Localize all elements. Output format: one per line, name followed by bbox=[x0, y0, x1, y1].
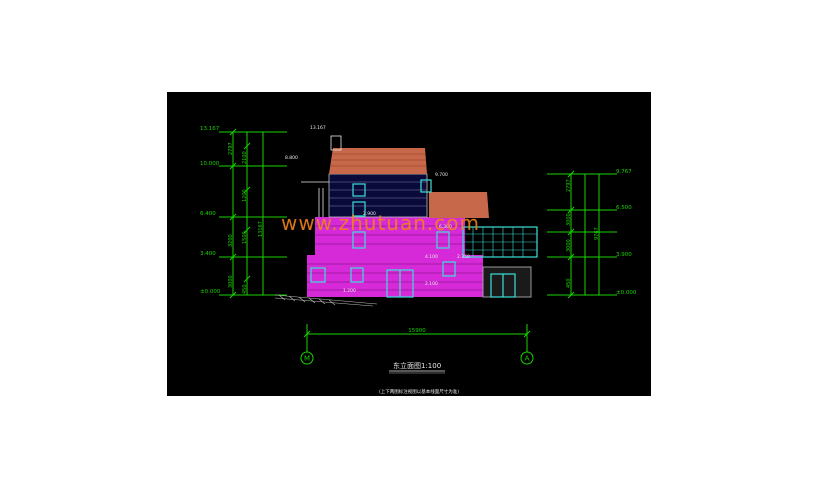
roof-elevation-label: 8.800 bbox=[285, 155, 298, 161]
elevation-label: 9.767 bbox=[616, 169, 632, 175]
cad-drawing-canvas: 13.167 10.000 6.400 3.400 ±0.000 2797 21… bbox=[167, 92, 651, 396]
left-dimension-values: 2797 2100 1200 3200 1500 3000 450 13167 bbox=[228, 142, 264, 294]
doors bbox=[386, 269, 516, 298]
window bbox=[352, 183, 366, 197]
dimension-value: 3000 bbox=[228, 275, 234, 288]
dimension-value: 1200 bbox=[242, 189, 248, 202]
stair-rails bbox=[301, 181, 329, 217]
dimension-value: 3200 bbox=[228, 234, 234, 247]
axis-label-right: A bbox=[525, 355, 530, 363]
drawing-title: 东立面图1:100 bbox=[393, 361, 441, 370]
floor-label: 2.900 bbox=[363, 211, 376, 217]
floor-label: 2.100 bbox=[425, 281, 438, 287]
ground-floor-wall bbox=[307, 255, 483, 297]
roof-elevation-label: 9.700 bbox=[435, 172, 448, 178]
dimension-total: 9767 bbox=[594, 227, 600, 240]
drawing-note: (上下两图标注视图以基本线面尺寸为准) bbox=[379, 388, 459, 395]
windows bbox=[310, 179, 456, 283]
dimension-value: 3000 bbox=[566, 239, 572, 252]
dimension-total: 13167 bbox=[258, 221, 264, 237]
right-dimension-chain bbox=[547, 170, 617, 299]
balcony-rails bbox=[463, 227, 537, 257]
window bbox=[310, 267, 326, 283]
dimension-value: 3000 bbox=[566, 213, 572, 226]
elevation-label: 3.900 bbox=[616, 252, 632, 258]
axis-bubble-right bbox=[520, 351, 534, 365]
main-roof bbox=[329, 148, 427, 174]
right-elevation-labels: 9.767 6.500 3.900 ±0.000 bbox=[616, 169, 637, 296]
building-elevation bbox=[274, 135, 538, 307]
floor-label: 6.300 bbox=[439, 224, 452, 230]
floor-label: 2.350 bbox=[457, 254, 470, 260]
bottom-dimension bbox=[300, 324, 534, 365]
lower-roof bbox=[429, 192, 489, 218]
elevation-label: 6.400 bbox=[200, 211, 216, 217]
window bbox=[350, 267, 364, 283]
third-floor-siding bbox=[328, 173, 428, 218]
dimension-value: 450 bbox=[566, 278, 572, 288]
elevation-label: 6.500 bbox=[616, 205, 632, 211]
right-dimension-values: 2797 3000 3000 450 9767 bbox=[566, 179, 600, 288]
dimension-value: 2797 bbox=[566, 179, 572, 192]
roof-elevation-label: 13.167 bbox=[310, 125, 326, 131]
window bbox=[420, 179, 432, 193]
dimension-value: 2797 bbox=[228, 142, 234, 155]
left-dimension-chain bbox=[219, 128, 287, 299]
main-roof-tiles bbox=[331, 153, 426, 167]
brick-texture bbox=[307, 225, 483, 291]
dimension-value: 1500 bbox=[242, 231, 248, 244]
elevation-label: ±0.000 bbox=[200, 289, 221, 295]
annex-wall bbox=[482, 266, 532, 298]
axis-label-left: M bbox=[304, 355, 310, 363]
window bbox=[352, 231, 366, 249]
axis-bubble-left bbox=[300, 351, 314, 365]
elevation-label: 10.000 bbox=[200, 161, 220, 167]
window bbox=[442, 261, 456, 277]
floor-label: 1.200 bbox=[343, 288, 356, 294]
watermark: www.zhutuan.com bbox=[281, 211, 480, 235]
chimney bbox=[330, 135, 342, 151]
second-floor-wall bbox=[315, 217, 465, 255]
elevation-label: ±0.000 bbox=[616, 290, 637, 296]
siding-lines bbox=[329, 181, 427, 207]
dimension-value: 450 bbox=[242, 284, 248, 294]
ground-hatch bbox=[274, 294, 378, 307]
dimension-value: 2100 bbox=[242, 151, 248, 164]
elevation-label: 3.400 bbox=[200, 251, 216, 257]
left-elevation-labels: 13.167 10.000 6.400 3.400 ±0.000 bbox=[200, 126, 221, 295]
elevation-label: 13.167 bbox=[200, 126, 220, 132]
building-annotations: 13.167 9.700 8.800 2.900 6.300 4.100 2.3… bbox=[285, 125, 470, 294]
floor-label: 4.100 bbox=[425, 254, 438, 260]
window bbox=[436, 231, 450, 249]
window bbox=[352, 201, 366, 217]
total-width: 15900 bbox=[408, 328, 426, 334]
